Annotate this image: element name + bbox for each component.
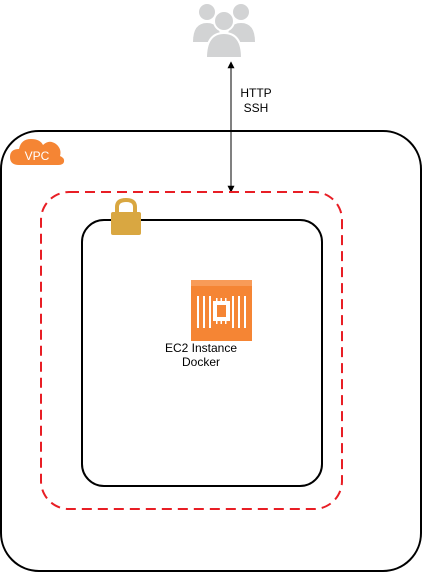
ec2-instance-icon	[191, 280, 252, 341]
instance-label-line-1: EC2 Instance	[165, 341, 237, 355]
security-group-boundary	[40, 191, 343, 510]
protocol-label-http: HTTP	[240, 86, 271, 100]
vpc-cloud-icon: VPC	[10, 139, 65, 165]
padlock-icon	[111, 197, 141, 235]
vpc-boundary	[0, 130, 422, 572]
vpc-badge-label: VPC	[25, 149, 50, 163]
users-group-icon	[193, 4, 255, 59]
subnet-boundary	[81, 219, 323, 487]
protocol-label-ssh: SSH	[244, 101, 269, 115]
instance-label-line-2: Docker	[182, 355, 220, 369]
